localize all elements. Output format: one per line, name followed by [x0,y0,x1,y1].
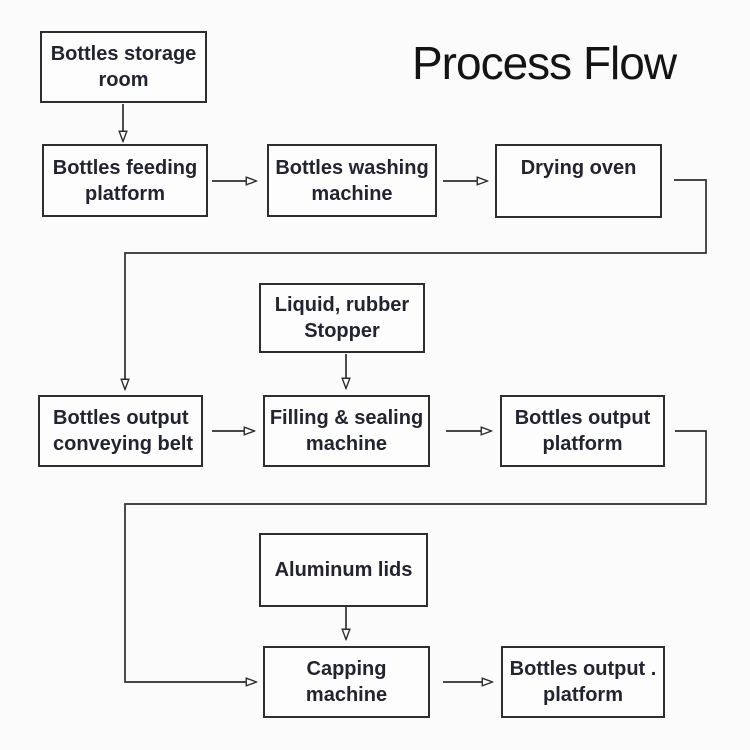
node-bottles-output-conveying-belt: Bottles output conveying belt [38,395,203,467]
node-capping-machine: Capping machine [263,646,430,718]
edge-output1-to-capping-arrow [124,430,707,682]
node-aluminum-lids: Aluminum lids [259,533,428,607]
node-filling-sealing-machine: Filling & sealing machine [263,395,430,467]
node-bottles-output-platform-2: Bottles output . platform [501,646,665,718]
diagram-title: Process Flow [412,37,677,89]
node-bottles-storage-room: Bottles storage room [40,31,207,103]
node-liquid-rubber-stopper: Liquid, rubber Stopper [259,283,425,353]
node-bottles-washing-machine: Bottles washing machine [267,144,437,217]
node-bottles-output-platform-1: Bottles output platform [500,395,665,467]
edge-drying-to-conveying-arrow [125,179,707,389]
node-bottles-feeding-platform: Bottles feeding platform [42,144,208,217]
node-drying-oven: Drying oven [495,144,662,218]
